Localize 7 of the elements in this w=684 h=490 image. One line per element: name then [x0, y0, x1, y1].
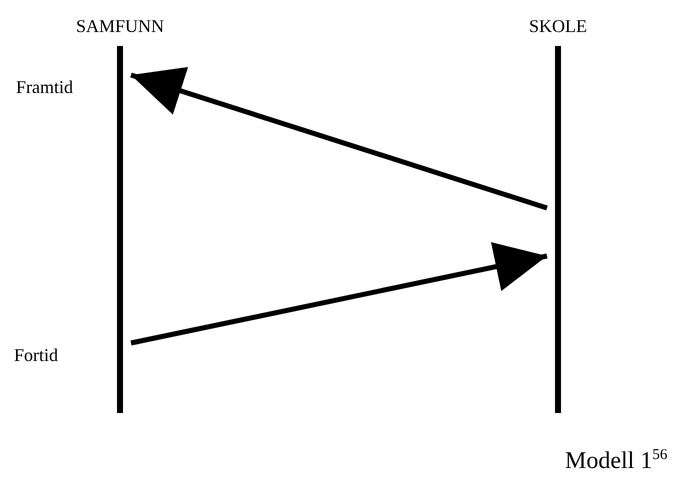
caption: Modell 1$^{56}$: [565, 446, 668, 476]
column-heading: SKOLE: [528, 15, 588, 38]
arrow: [130, 67, 548, 210]
column-heading: SAMFUNN: [74, 15, 166, 38]
time-label: Fortid: [14, 344, 58, 366]
time-label: Framtid: [16, 76, 73, 98]
arrow: [130, 242, 548, 346]
